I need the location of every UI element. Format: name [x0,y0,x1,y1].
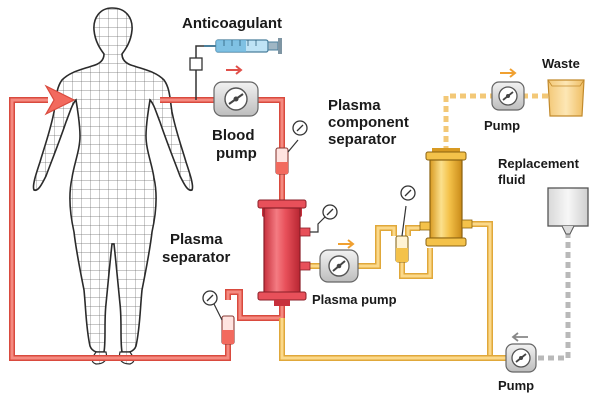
waste-line [443,93,496,152]
plasma-separator-label-line1: Plasma [170,231,223,248]
anticoagulant-label: Anticoagulant [182,15,282,32]
plasma-drip-chamber [395,185,416,263]
return-pump-label: Pump [498,378,534,393]
return-pump [505,332,537,373]
plasma-component-separator-cylinder [419,148,473,247]
plasma-separator-cylinder [257,199,338,306]
flow-arrow-icon [338,239,355,249]
return-arrow-icon [44,84,76,116]
plasma-separator-label-line2: separator [162,249,231,266]
flow-arrow-icon [226,65,243,75]
replacement-circuit [534,232,571,361]
component-separator-label-line1: Plasma [328,97,381,114]
waste-bag [547,79,585,117]
human-body-mesh [32,7,194,354]
human-body-figure [32,7,194,365]
flow-arrow-icon [500,68,517,78]
replacement-fluid-bag [547,187,589,235]
return-drip-chamber [202,290,235,345]
component-separator-label-line2: component [328,114,409,131]
component-separator-label-line3: separator [328,131,397,148]
blood-pump [213,65,259,117]
flow-arrow-icon [511,332,528,342]
waste-pump-label: Pump [484,118,520,133]
replacement-fluid-label-line1: Replacement [498,156,580,171]
blood-pump-label-line1: Blood [212,127,255,144]
plasma-circuit [279,93,548,361]
plasma-pump [319,239,359,283]
replacement-line [534,232,571,361]
waste-pump [491,68,525,111]
plasma-pump-label: Plasma pump [312,292,397,307]
replacement-fluid-label-line2: fluid [498,172,525,187]
blood-drip-chamber [275,120,308,175]
blood-pump-label-line2: pump [216,145,257,162]
anticoagulant-syringe [189,38,282,100]
plasma-return-line [462,221,506,361]
waste-label: Waste [542,56,580,71]
